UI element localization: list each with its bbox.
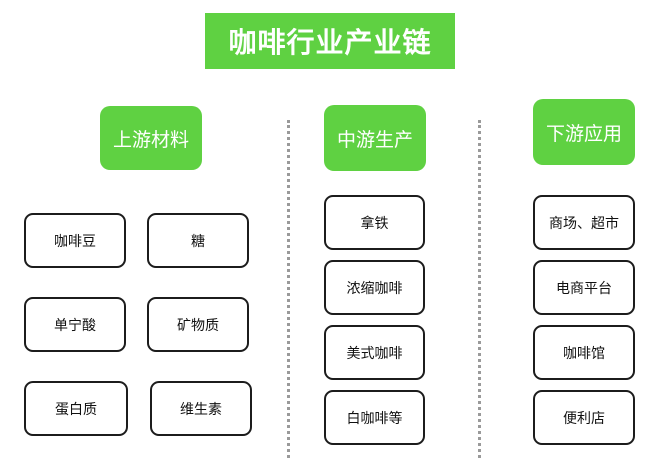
upstream-item-protein: 蛋白质: [24, 381, 128, 436]
midstream-item-americano: 美式咖啡: [324, 325, 425, 380]
upstream-item-coffee-beans: 咖啡豆: [24, 213, 126, 268]
midstream-item-latte: 拿铁: [324, 195, 425, 250]
downstream-item-cafe: 咖啡馆: [533, 325, 635, 380]
upstream-header: 上游材料: [100, 106, 202, 170]
downstream-header: 下游应用: [533, 99, 635, 165]
divider-right: [478, 120, 481, 458]
downstream-item-convenience-store: 便利店: [533, 390, 635, 445]
downstream-item-malls-supermarkets: 商场、超市: [533, 195, 635, 250]
downstream-item-ecommerce: 电商平台: [533, 260, 635, 315]
upstream-item-tannic-acid: 单宁酸: [24, 297, 126, 352]
midstream-header: 中游生产: [324, 105, 426, 171]
midstream-item-espresso: 浓缩咖啡: [324, 260, 425, 315]
upstream-item-minerals: 矿物质: [147, 297, 249, 352]
divider-left: [287, 120, 290, 458]
midstream-item-white-coffee: 白咖啡等: [324, 390, 425, 445]
diagram-title: 咖啡行业产业链: [205, 13, 455, 69]
upstream-item-vitamins: 维生素: [150, 381, 252, 436]
upstream-item-sugar: 糖: [147, 213, 249, 268]
